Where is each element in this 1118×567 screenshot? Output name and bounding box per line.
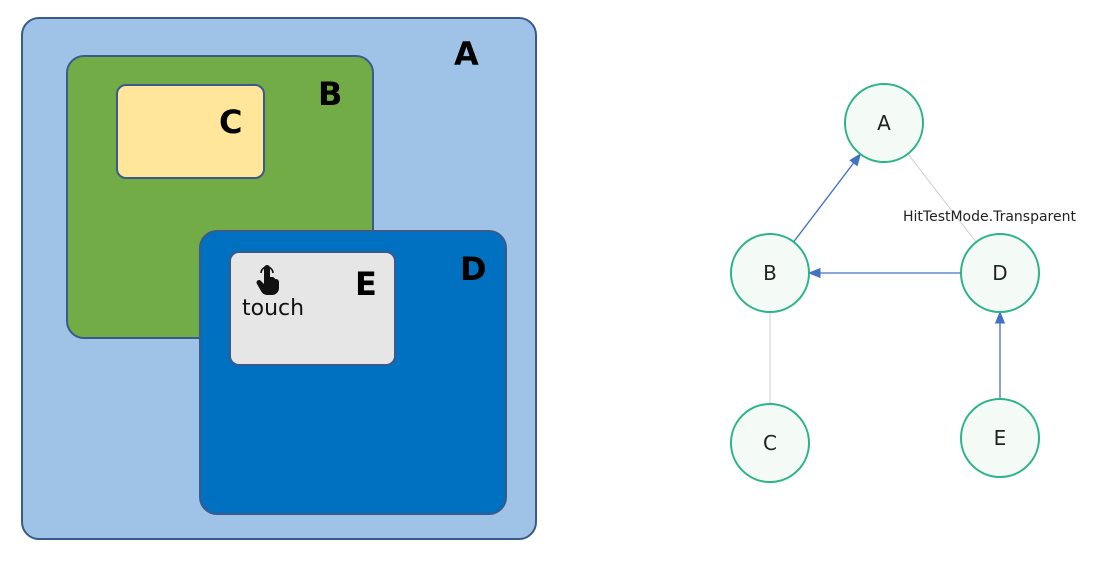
node-label: D [992,261,1007,285]
node-circle [844,83,924,163]
box-e-label: E [355,265,377,303]
node-label: E [994,426,1007,450]
box-e [229,251,396,366]
box-a-label: A [454,35,479,73]
node-label: C [763,431,777,455]
node-c: C [730,403,810,483]
node-circle [730,233,810,313]
box-c [116,84,265,179]
pointing-hand-icon [256,265,279,295]
box-d-label: D [460,250,487,288]
touch-label: touch [242,296,305,321]
edge-d-a [907,153,977,243]
node-circle [960,398,1040,478]
node-b: B [730,233,810,313]
node-circle [960,233,1040,313]
edge-b-a [793,153,862,243]
box-b-label: B [318,75,343,113]
node-circle [730,403,810,483]
node-e: E [960,398,1040,478]
node-label: A [877,111,891,135]
box-c-label: C [219,103,243,141]
node-d: D [960,233,1040,313]
node-label: B [763,261,777,285]
node-a: A [844,83,924,163]
edge-label: HitTestMode.Transparent [903,209,1076,225]
